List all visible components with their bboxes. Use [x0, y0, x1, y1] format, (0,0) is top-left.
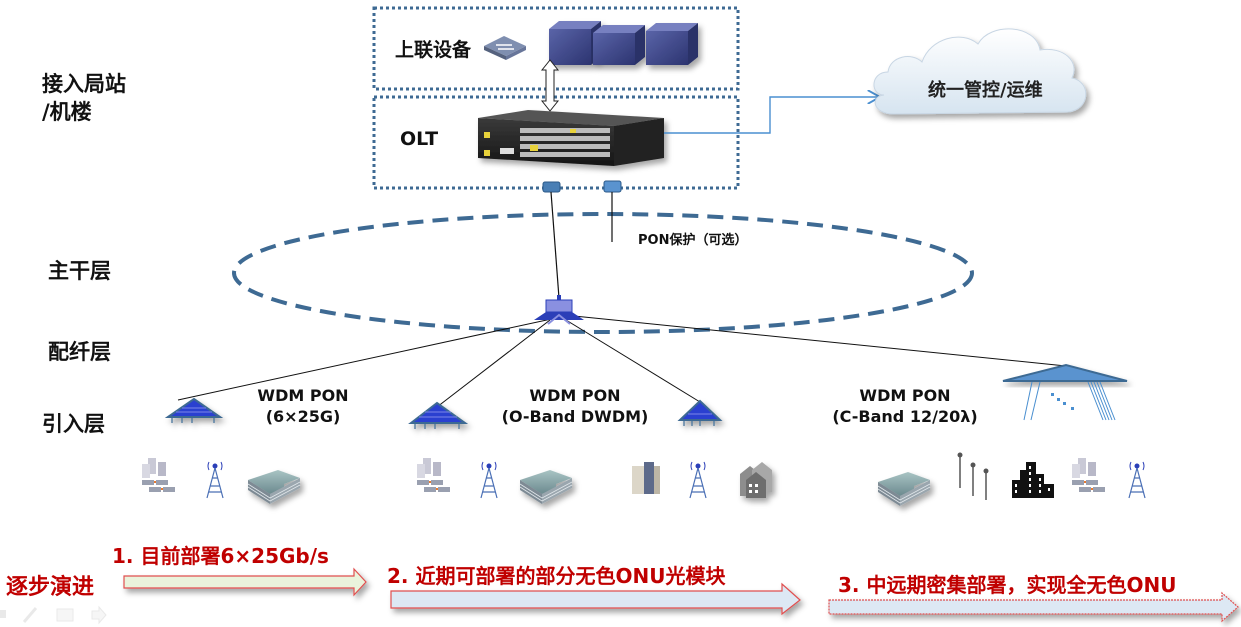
pon-port-backup-icon: [603, 180, 622, 193]
olt-chassis-icon: [478, 110, 664, 166]
switch-icon: [484, 36, 526, 60]
backbone-ring: [232, 212, 974, 334]
pen-icon[interactable]: [22, 607, 38, 623]
pon-group-name: WDM PON: [859, 386, 951, 405]
bidirectional-arrow-icon: [540, 59, 560, 112]
awg-splitter-icon: [677, 399, 723, 426]
prev-slide-icon[interactable]: [0, 610, 6, 618]
pon-group-label-3: WDM PON (C-Band 12/20λ): [820, 385, 990, 427]
evolution-step-2: 2. 近期可部署的部分无色ONU光模块: [387, 564, 726, 588]
cell-tower-icon: [689, 461, 707, 499]
cloud-label: 统一管控/运维: [928, 80, 1043, 101]
evolution-arrow-3: [828, 591, 1239, 623]
evolution-arrow-1: [123, 567, 367, 597]
office-building-icon: [877, 472, 931, 506]
pon-group-label-2: WDM PON (O-Band DWDM): [490, 385, 660, 427]
office-building-icon: [519, 470, 573, 504]
distribution-fiber: [573, 315, 1067, 367]
uplink-box: [372, 6, 740, 91]
evolution-arrow-2: [390, 582, 801, 616]
layer-label-distribution: 配纤层: [48, 340, 111, 364]
office-building-icon: [247, 470, 301, 504]
evolution-step-3: 3. 中远期密集部署，实现全无色ONU: [838, 573, 1177, 597]
cell-tower-icon: [206, 461, 224, 499]
cell-tower-icon: [1128, 461, 1146, 499]
next-slide-icon[interactable]: [91, 605, 107, 625]
distribution-fiber: [177, 317, 557, 401]
apartment-icon: [632, 462, 660, 494]
campus-icon: [142, 458, 175, 492]
pon-group-spec: (O-Band DWDM): [501, 407, 649, 426]
campus-icon: [1072, 458, 1105, 492]
awg-splitter-icon: [408, 401, 469, 429]
skyscraper-icon: [1012, 462, 1054, 498]
server-icon: [646, 23, 698, 65]
residential-icon: [740, 462, 772, 498]
pon-group-label-1: WDM PON (6×25G): [238, 385, 368, 427]
pon-group-name: WDM PON: [529, 386, 621, 405]
pon-group-spec: (C-Band 12/20λ): [832, 407, 978, 426]
management-link: [664, 97, 880, 134]
pon-group-spec: (6×25G): [265, 407, 341, 426]
splitter-icon: [534, 295, 584, 325]
trunk-fiber: [550, 191, 560, 299]
layer-label-line1: 接入局站: [42, 72, 126, 96]
evolution-title: 逐步演进: [6, 575, 95, 600]
street-lamp-icon: [957, 452, 989, 500]
cband-splitter-icon: [1002, 363, 1128, 421]
server-icon: [593, 25, 645, 65]
layer-label-drop: 引入层: [42, 412, 105, 436]
slideshow-toolbar[interactable]: [0, 605, 107, 625]
layer-label-line2: /机楼: [42, 100, 92, 124]
pon-group-name: WDM PON: [257, 386, 349, 405]
olt-label: OLT: [400, 128, 439, 150]
cloud-icon: [873, 28, 1087, 115]
layer-label-access-station: 接入局站 /机楼: [42, 70, 126, 126]
layer-label-backbone: 主干层: [48, 259, 111, 283]
evolution-step-1: 1. 目前部署6×25Gb/s: [112, 544, 329, 568]
awg-splitter-icon: [164, 397, 224, 423]
pon-protection-label: PON保护（可选）: [638, 233, 748, 248]
pon-port-primary-icon: [542, 181, 561, 193]
distribution-fiber: [436, 319, 551, 408]
uplink-label: 上联设备: [395, 39, 472, 61]
distribution-fiber: [565, 319, 701, 403]
menu-icon[interactable]: [56, 608, 74, 622]
cell-tower-icon: [480, 461, 498, 499]
campus-icon: [417, 458, 450, 492]
